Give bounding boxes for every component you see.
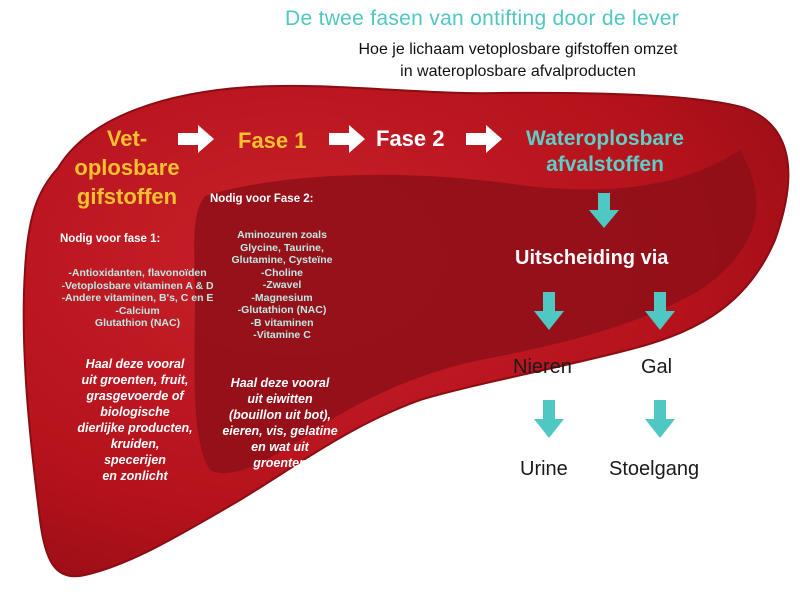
page-title: De twee fasen van ontifting door de leve… [285,7,680,30]
excretion-heading: Uitscheiding via [515,247,669,269]
flow-arrows [178,125,502,153]
stool-label: Stoelgang [609,458,700,480]
phase2-label: Fase 2 [376,126,445,151]
urine-label: Urine [520,458,568,480]
kidneys-label: Nieren [513,356,572,378]
fat-soluble-toxins-label: Vet- oplosbare gifstoffen [74,126,180,209]
down-arrows [534,193,675,438]
phase1-label: Fase 1 [238,128,307,153]
bile-label: Gal [641,356,673,378]
phase2-sources: Haal deze vooral uit eiwitten (bouillon … [222,376,338,470]
water-soluble-waste-label: Wateroplosbare afvalstoffen [526,127,684,176]
phase1-needs-list: -Antioxidanten, flavonoïden -Vetoplosbar… [61,267,214,329]
phase1-sources: Haal deze vooral uit groenten, fruit, gr… [77,357,193,483]
phase2-needs-heading: Nodig voor Fase 2: [210,193,314,205]
phase2-needs-list: Aminozuren zoals Glycine, Taurine, Gluta… [231,229,333,341]
page-subtitle: Hoe je lichaam vetoplosbare gifstoffen o… [358,41,678,80]
liver-inner-lobe [194,150,757,474]
phase1-needs-heading: Nodig voor fase 1: [60,233,161,245]
